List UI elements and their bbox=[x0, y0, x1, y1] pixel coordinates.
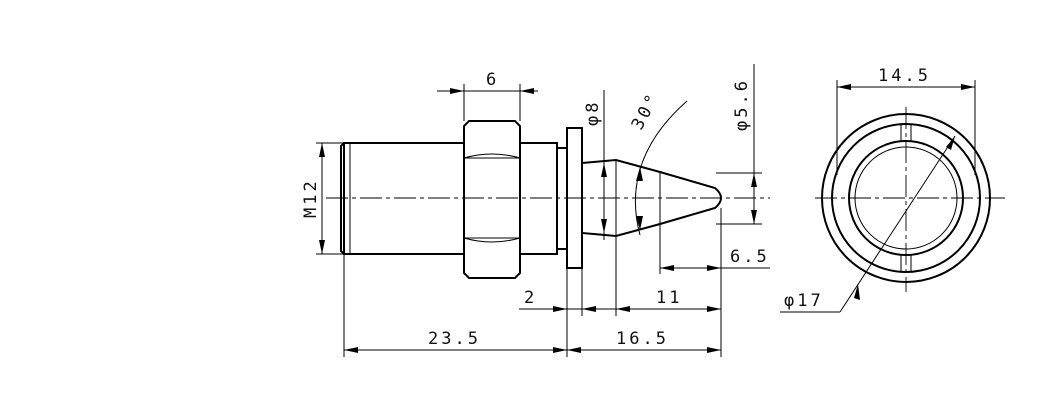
dim-6-label: 6 bbox=[486, 70, 499, 90]
bore-circle bbox=[848, 140, 964, 256]
dim-m12: M12 bbox=[301, 142, 344, 255]
dim-m12-label: M12 bbox=[301, 178, 321, 218]
dim-65: 6.5 bbox=[659, 208, 770, 274]
dim-d17-label: φ17 bbox=[784, 291, 824, 311]
dim-angle: 30° bbox=[628, 89, 688, 236]
dim-6: 6 bbox=[437, 70, 538, 121]
end-view: 14.5 φ17 bbox=[780, 66, 1005, 313]
dim-11-label: 11 bbox=[656, 288, 682, 308]
dim-d8-label: φ8 bbox=[583, 100, 603, 126]
dim-2-11: 2 11 bbox=[519, 236, 722, 316]
dim-d8: φ8 bbox=[583, 90, 607, 240]
dim-d17: φ17 bbox=[780, 135, 956, 313]
threaded-body bbox=[340, 142, 465, 255]
dim-angle-label: 30° bbox=[628, 89, 664, 133]
dim-d56: φ5.6 bbox=[716, 64, 762, 225]
side-view: M12 6 φ8 30° bbox=[301, 64, 770, 357]
outer-circle bbox=[821, 113, 991, 283]
shank bbox=[519, 142, 558, 255]
flange-step bbox=[556, 147, 568, 250]
ring-circle bbox=[831, 123, 981, 273]
dim-235-label: 23.5 bbox=[428, 329, 481, 349]
dim-2-label: 2 bbox=[524, 288, 537, 308]
dim-65-label: 6.5 bbox=[730, 247, 770, 267]
nozzle bbox=[581, 158, 722, 238]
dim-165-label: 16.5 bbox=[616, 329, 669, 349]
dim-145: 14.5 bbox=[836, 66, 976, 175]
hex-nut bbox=[463, 120, 521, 279]
dim-d56-label: φ5.6 bbox=[732, 78, 752, 131]
bore-inner-circle bbox=[854, 146, 958, 250]
dim-235-165: 23.5 16.5 bbox=[343, 254, 722, 357]
dim-145-label: 14.5 bbox=[878, 66, 931, 86]
slots bbox=[900, 124, 912, 272]
